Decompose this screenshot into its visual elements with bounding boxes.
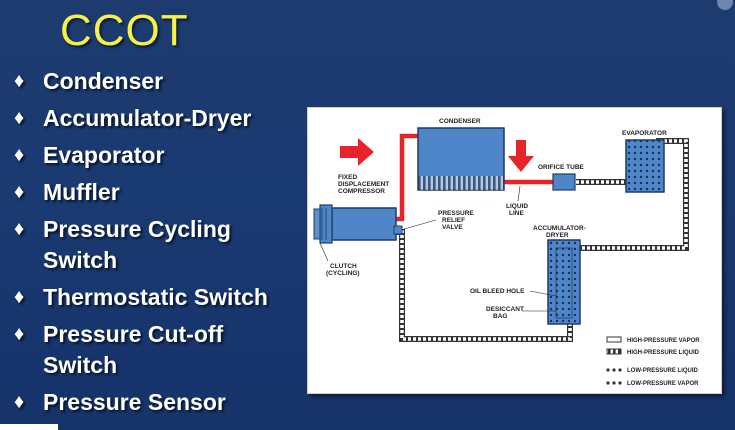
legend-low-pressure-vapor: LOW-PRESSURE VAPOR <box>627 381 699 387</box>
accumulator-dryer-component <box>547 239 581 325</box>
compressor-label-line2: DISPLACEMENT <box>338 181 389 188</box>
oil-bleed-leader <box>529 290 557 297</box>
orifice-tube-component <box>552 173 576 191</box>
legend: HIGH-PRESSURE VAPOR HIGH-PRESSURE LIQUID… <box>606 336 700 387</box>
bullet-item-evaporator: ♦ Evaporator <box>14 140 314 171</box>
liquid-line-leader <box>517 185 521 202</box>
bullet-item-pressure-cutoff-switch: ♦ Pressure Cut-off Switch <box>14 319 314 381</box>
bullet-item-pressure-cycling-switch: ♦ Pressure Cycling Switch <box>14 214 314 276</box>
bullet-text: Muffler <box>43 179 120 205</box>
liquid-line-label-line2: LINE <box>509 210 524 217</box>
pressure-relief-leader <box>403 219 437 230</box>
pressure-relief-label-line3: VALVE <box>442 224 463 231</box>
desiccant-label-line1: DESICCANT <box>486 306 524 313</box>
compressor-component <box>313 204 397 244</box>
diamond-bullet-icon: ♦ <box>14 286 25 308</box>
slide-title: CCOT <box>60 6 189 55</box>
clutch-leader <box>319 242 329 262</box>
diamond-bullet-icon: ♦ <box>14 391 25 413</box>
evaporator-component <box>625 139 665 193</box>
flow-arrow-down-icon <box>508 140 534 172</box>
ccot-system-diagram: CONDENSER ORIFICE TUBE EVAPORATOR ACCUMU… <box>307 107 722 394</box>
clutch-label-line1: CLUTCH <box>330 263 357 270</box>
flow-arrow-right-icon <box>340 138 374 166</box>
accumulator-label-line2: DRYER <box>546 232 569 239</box>
bullet-text: Accumulator-Dryer <box>43 105 252 131</box>
diamond-bullet-icon: ♦ <box>14 323 25 345</box>
bullet-item-pressure-sensor: ♦ Pressure Sensor <box>14 387 314 418</box>
accumulator-label-line1: ACCUMULATOR- <box>533 225 586 232</box>
legend-low-pressure-liquid: LOW-PRESSURE LIQUID <box>627 368 699 374</box>
corner-decoration <box>717 0 733 10</box>
pressure-relief-label-line2: RELIEF <box>442 217 465 224</box>
diamond-bullet-icon: ♦ <box>14 70 25 92</box>
bullet-text: Thermostatic Switch <box>43 284 268 310</box>
bullet-item-condenser: ♦ Condenser <box>14 66 314 97</box>
liquid-line-label-line1: LIQUID <box>506 203 528 210</box>
bullet-item-thermostatic-switch: ♦ Thermostatic Switch <box>14 282 314 313</box>
diagram-canvas: CONDENSER ORIFICE TUBE EVAPORATOR ACCUMU… <box>313 118 700 387</box>
bullet-text: Evaporator <box>43 142 165 168</box>
bullet-text: Pressure Sensor <box>43 389 226 415</box>
compressor-label-line1: FIXED <box>338 174 357 181</box>
diamond-bullet-icon: ♦ <box>14 107 25 129</box>
bullet-item-accumulator-dryer: ♦ Accumulator-Dryer <box>14 103 314 134</box>
desiccant-label-line2: BAG <box>493 313 507 320</box>
pressure-relief-valve-component <box>393 225 403 235</box>
oil-bleed-hole-label: OIL BLEED HOLE <box>470 288 525 295</box>
footer-decoration <box>0 424 58 430</box>
legend-high-pressure-liquid: HIGH-PRESSURE LIQUID <box>627 350 700 356</box>
condenser-label: CONDENSER <box>439 118 481 125</box>
legend-high-pressure-vapor: HIGH-PRESSURE VAPOR <box>627 338 700 344</box>
pressure-relief-label-line1: PRESSURE <box>438 210 474 217</box>
diamond-bullet-icon: ♦ <box>14 181 25 203</box>
clutch-label-line2: (CYCLING) <box>326 270 360 277</box>
bullet-list: ♦ Condenser ♦ Accumulator-Dryer ♦ Evapor… <box>14 66 314 424</box>
diamond-bullet-icon: ♦ <box>14 218 25 240</box>
orifice-tube-label: ORIFICE TUBE <box>538 164 585 171</box>
diamond-bullet-icon: ♦ <box>14 144 25 166</box>
bullet-text: Pressure Cut-off Switch <box>43 321 224 378</box>
compressor-label-line3: COMPRESSOR <box>338 188 385 195</box>
bullet-text: Condenser <box>43 68 164 94</box>
discharge-line <box>394 133 420 222</box>
bullet-item-muffler: ♦ Muffler <box>14 177 314 208</box>
condenser-component <box>417 127 505 191</box>
evaporator-label: EVAPORATOR <box>622 130 667 137</box>
bullet-text: Pressure Cycling Switch <box>43 216 231 273</box>
